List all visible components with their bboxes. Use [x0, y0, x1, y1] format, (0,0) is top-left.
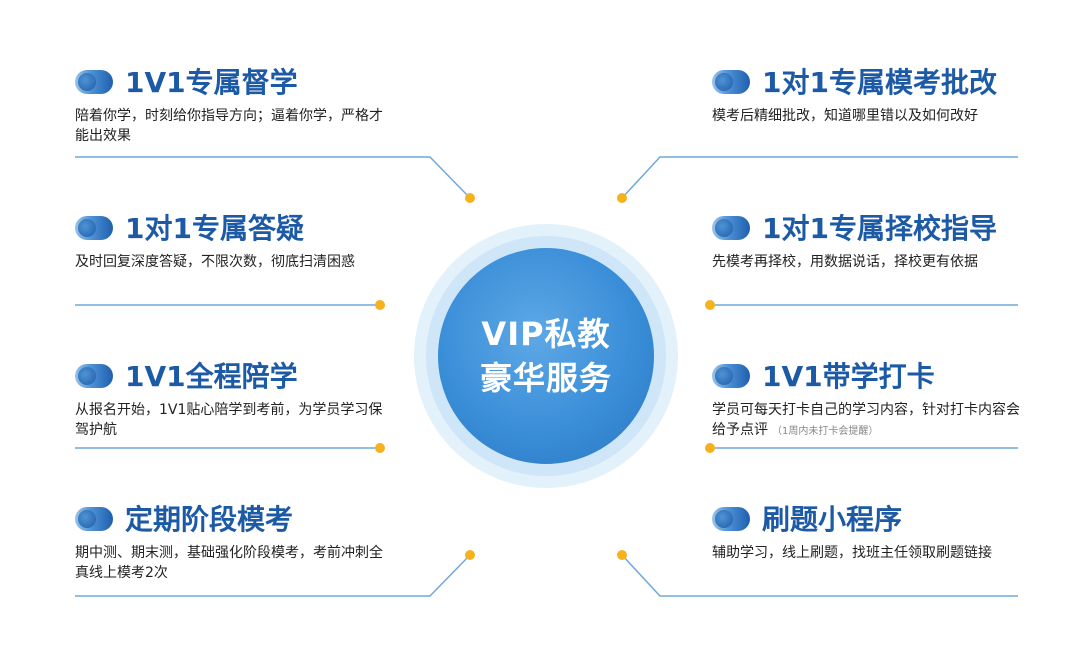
service-item-exam-review: 1对1专属模考批改 模考后精细批改，知道哪里错以及如何改好 — [712, 66, 1032, 126]
pill-icon — [75, 364, 113, 388]
dot-right-3 — [705, 443, 715, 453]
pill-icon — [75, 70, 113, 94]
service-title: 定期阶段模考 — [125, 503, 294, 536]
connector-left-4 — [75, 554, 471, 597]
dot-left-4 — [465, 550, 475, 560]
service-title: 1V1全程陪学 — [125, 360, 298, 393]
service-item-supervision: 1V1专属督学 陪着你学，时刻给你指导方向；逼着你学，严格才能出效果 — [75, 66, 395, 146]
service-desc: 从报名开始，1V1贴心陪学到考前，为学员学习保驾护航 — [75, 402, 383, 438]
service-note: （1周内未打卡会提醒） — [772, 426, 879, 437]
service-desc: 陪着你学，时刻给你指导方向；逼着你学，严格才能出效果 — [75, 108, 383, 144]
pill-icon — [712, 70, 750, 94]
dot-left-1 — [465, 193, 475, 203]
service-desc: 先模考再择校，用数据说话，择校更有依据 — [712, 254, 978, 270]
service-desc: 及时回复深度答疑，不限次数，彻底扫清困惑 — [75, 254, 355, 270]
service-title: 1V1专属督学 — [125, 66, 298, 99]
pill-icon — [712, 507, 750, 531]
service-desc: 期中测、期末测，基础强化阶段模考，考前冲刺全真线上模考2次 — [75, 545, 383, 581]
service-desc: 模考后精细批改，知道哪里错以及如何改好 — [712, 108, 978, 124]
dot-right-1 — [617, 193, 627, 203]
connector-left-1 — [75, 156, 471, 199]
service-title: 1对1专属模考批改 — [762, 66, 997, 99]
dot-right-2 — [705, 300, 715, 310]
center-title-line1: VIP私教 — [481, 315, 611, 353]
dot-left-3 — [375, 443, 385, 453]
center-title-line2: 豪华服务 — [479, 359, 612, 397]
pill-icon — [75, 507, 113, 531]
service-title: 1V1带学打卡 — [762, 360, 935, 393]
center-circle: VIP私教 豪华服务 — [438, 248, 654, 464]
service-desc: 学员可每天打卡自己的学习内容，针对打卡内容会给予点评（1周内未打卡会提醒） — [712, 400, 1022, 442]
service-item-accompany: 1V1全程陪学 从报名开始，1V1贴心陪学到考前，为学员学习保驾护航 — [75, 360, 395, 440]
service-title: 1对1专属答疑 — [125, 212, 304, 245]
service-item-checkin: 1V1带学打卡 学员可每天打卡自己的学习内容，针对打卡内容会给予点评（1周内未打… — [712, 360, 1032, 442]
connector-right-1 — [621, 156, 1018, 199]
service-desc: 辅助学习，线上刷题，找班主任领取刷题链接 — [712, 545, 992, 561]
service-item-school-guidance: 1对1专属择校指导 先模考再择校，用数据说话，择校更有依据 — [712, 212, 1032, 272]
service-title: 刷题小程序 — [762, 503, 903, 536]
pill-icon — [712, 216, 750, 240]
service-item-practice-app: 刷题小程序 辅助学习，线上刷题，找班主任领取刷题链接 — [712, 503, 1032, 563]
pill-icon — [75, 216, 113, 240]
service-title: 1对1专属择校指导 — [762, 212, 997, 245]
dot-left-2 — [375, 300, 385, 310]
service-item-qa: 1对1专属答疑 及时回复深度答疑，不限次数，彻底扫清困惑 — [75, 212, 395, 272]
service-desc-text: 学员可每天打卡自己的学习内容，针对打卡内容会给予点评 — [712, 402, 1020, 438]
dot-right-4 — [617, 550, 627, 560]
service-item-mock-exams: 定期阶段模考 期中测、期末测，基础强化阶段模考，考前冲刺全真线上模考2次 — [75, 503, 395, 583]
connector-right-4 — [621, 554, 1018, 597]
pill-icon — [712, 364, 750, 388]
